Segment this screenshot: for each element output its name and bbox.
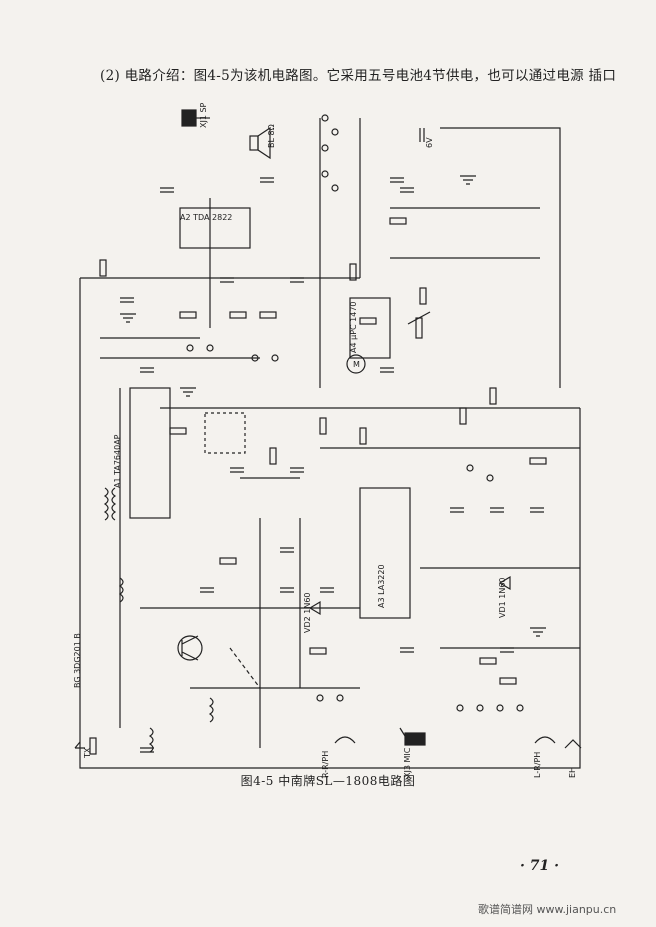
resistors xyxy=(89,217,547,755)
label-ic-a1: A1 TA7640AP xyxy=(113,434,122,488)
transistor-symbol xyxy=(177,635,203,661)
intro-paragraph: (2) 电路介绍：图4-5为该机电路图。它采用五号电池4节供电，也可以通过电源 … xyxy=(100,68,617,84)
label-ic-a3: A3 LA3220 xyxy=(377,564,386,608)
ic-a4-box xyxy=(349,297,391,359)
potentiometer-symbol xyxy=(407,311,431,339)
circuit-schematic: A2 TDA 2822 A1 TA7640AP A3 LA3220 A4 μPC… xyxy=(60,88,600,788)
label-ic-a4: A4 μPC 1470 xyxy=(349,301,358,353)
label-jack-mic: XJ3 MIC xyxy=(403,747,412,778)
ic-a1-box xyxy=(129,387,171,519)
label-jack-eh: EH xyxy=(568,767,577,778)
label-ic-a2: A2 TDA 2822 xyxy=(180,213,232,222)
transformer-coils xyxy=(103,487,214,753)
label-power: 6V xyxy=(425,137,434,148)
ic-a3-box xyxy=(359,487,411,619)
label-jack-rph: R-R/PH xyxy=(321,751,330,778)
label-transistor: BG 3DG201 B xyxy=(73,633,82,688)
ground-symbols xyxy=(120,175,546,637)
label-jack-sp: XJ1 SP xyxy=(199,102,208,128)
jack-mic-symbol xyxy=(399,727,426,746)
page-number: · 71 · xyxy=(520,858,559,874)
headphone-jacks xyxy=(74,736,582,749)
shield-dashed-line xyxy=(204,412,261,689)
speaker-symbol xyxy=(249,126,271,160)
capacitors xyxy=(120,128,544,753)
figure-caption: 图4-5 中南牌SL—1808电路图 xyxy=(240,774,416,788)
label-speaker: BL 8Ω xyxy=(267,124,276,148)
label-motor: M xyxy=(353,360,360,369)
label-jack-lph: L-R/PH xyxy=(533,752,542,778)
label-vd2: VD2 1N60 xyxy=(303,592,312,633)
meter-symbol xyxy=(346,354,366,374)
label-vd1: VD1 1N60 xyxy=(498,577,507,618)
label-jack-tx: TX xyxy=(83,747,92,759)
jack-sp-symbol xyxy=(181,109,210,127)
main-wiring xyxy=(79,118,581,769)
diodes xyxy=(308,575,511,616)
ic-a2-box xyxy=(179,207,251,249)
switch-contacts xyxy=(186,114,524,712)
watermark: 歌谱简谱网 www.jianpu.cn xyxy=(478,903,617,916)
